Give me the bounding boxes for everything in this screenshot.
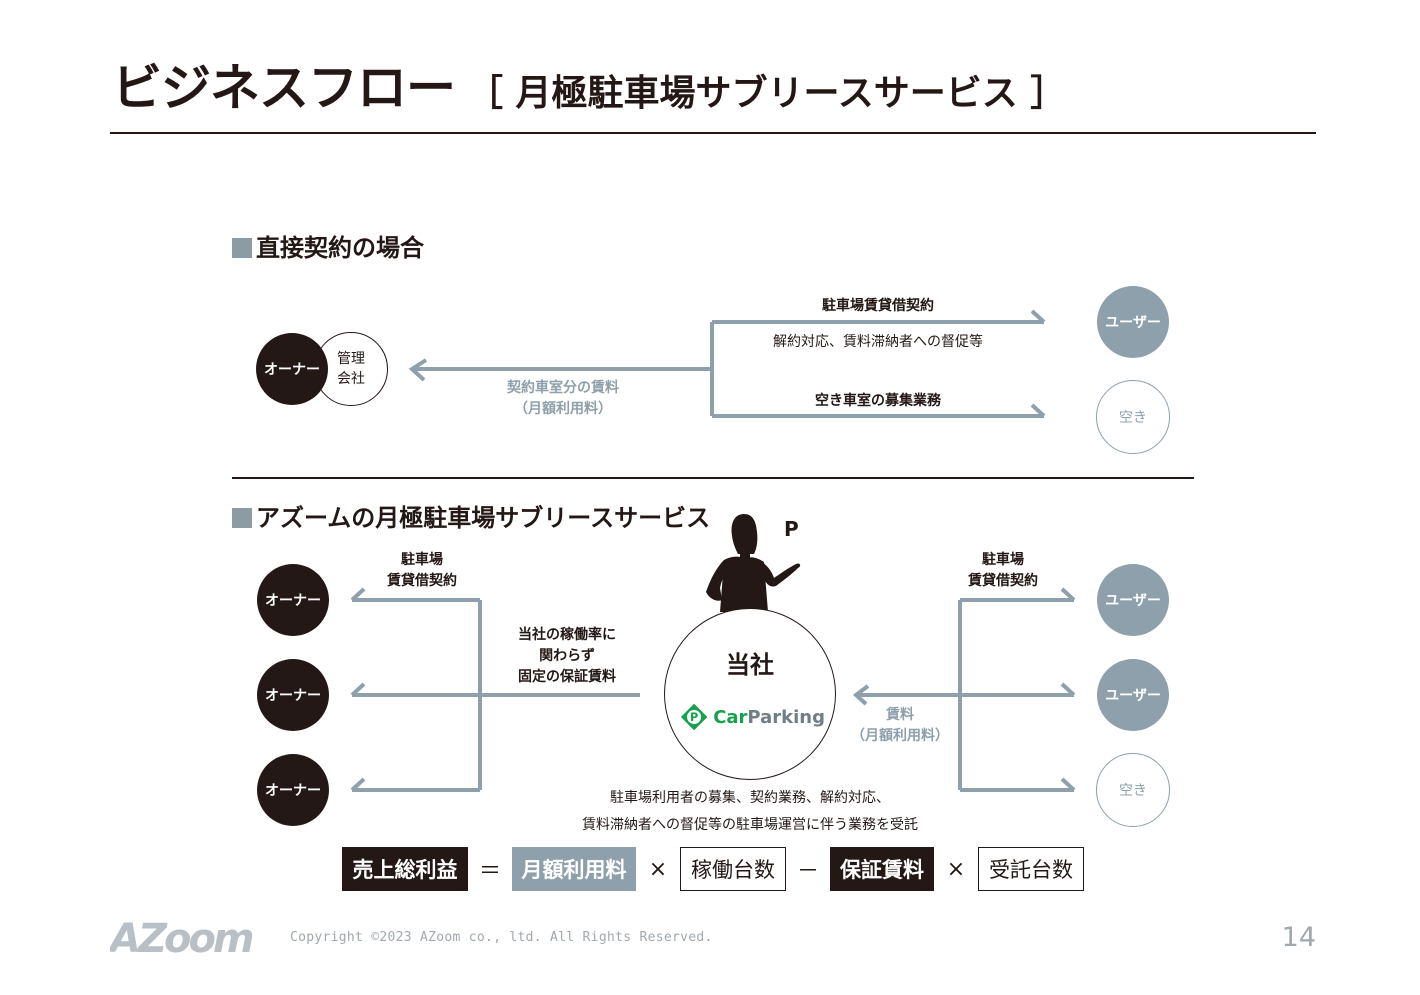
section-divider xyxy=(232,477,1194,479)
direct-contract-label: 駐車場賃貸借契約 xyxy=(822,298,934,314)
company-circle: 当社 P CarParking xyxy=(664,608,836,780)
user-circle-2: ユーザー xyxy=(1097,659,1169,731)
sublease-right-mid-head-company xyxy=(852,684,870,706)
formula-gross-profit: 売上総利益 xyxy=(342,847,468,891)
direct-fee-label: 契約車室分の賃料 （月額利用料） xyxy=(507,380,619,417)
formula-monthly-fee: 月額利用料 xyxy=(512,847,636,891)
gross-profit-formula: 売上総利益 ＝ 月額利用料 × 稼働台数 － 保証賃料 × 受託台数 xyxy=(342,847,1084,891)
carparking-wordmark: CarParking xyxy=(713,706,825,728)
owner-circle-2: オーナー xyxy=(257,659,329,731)
sublease-right-bottom-head xyxy=(1060,777,1076,792)
direct-arrowhead-top xyxy=(1030,309,1046,324)
copyright-text: Copyright ©2023 AZoom co., ltd. All Righ… xyxy=(290,930,713,945)
sublease-left-mid-head xyxy=(350,682,366,697)
formula-equals: ＝ xyxy=(478,859,501,884)
carparking-logo: P CarParking xyxy=(681,703,825,731)
title-sub: ［ 月極駐車場サブリースサービス ］ xyxy=(467,73,1067,114)
title-divider xyxy=(110,132,1316,134)
owner-circle: オーナー xyxy=(256,333,328,405)
guarantee-label: 当社の稼働率に 関わらず 固定の保証賃料 xyxy=(518,627,616,685)
sublease-left-top-head xyxy=(350,587,366,602)
formula-times-1: × xyxy=(648,856,668,882)
svg-text:P: P xyxy=(690,711,698,724)
vacant-circle: 空き xyxy=(1096,380,1170,454)
direct-support-label: 解約対応、賃料滞納者への督促等 xyxy=(773,334,983,350)
owner-circle-3: オーナー xyxy=(257,754,329,826)
title-main: ビジネスフロー xyxy=(112,59,456,117)
formula-minus: － xyxy=(796,859,819,884)
direct-arrowhead-bottom xyxy=(1030,403,1046,418)
square-bullet-icon xyxy=(232,508,252,528)
left-contract-label: 駐車場 賃貸借契約 xyxy=(387,552,457,589)
formula-occupied: 稼働台数 xyxy=(680,847,786,891)
square-bullet-icon xyxy=(232,238,252,258)
section-sublease-title: アズームの月極駐車場サブリースサービス xyxy=(232,498,710,533)
company-name: 当社 xyxy=(726,651,774,679)
management-label-1: 管理 xyxy=(337,350,365,367)
sublease-right-mid-head-user xyxy=(1060,682,1076,697)
parking-diamond-icon: P xyxy=(681,703,708,731)
businesswoman-icon: P xyxy=(706,514,801,612)
management-label-2: 会社 xyxy=(337,371,365,387)
azoom-logo: AZoom xyxy=(107,914,270,966)
user-circle-1: ユーザー xyxy=(1097,564,1169,636)
right-contract-label: 駐車場 賃貸借契約 xyxy=(968,552,1038,589)
parking-sign-text: P xyxy=(784,517,799,541)
outsourced-tasks-label: 駐車場利用者の募集、契約業務、解約対応、 賃料滞納者への督促等の駐車場運営に伴う… xyxy=(582,790,918,833)
formula-guaranteed-rent: 保証賃料 xyxy=(830,847,934,891)
direct-recruit-label: 空き車室の募集業務 xyxy=(815,393,941,409)
vacant-circle-2: 空き xyxy=(1096,753,1170,827)
owner-circle-1: オーナー xyxy=(257,564,329,636)
user-circle: ユーザー xyxy=(1097,286,1169,358)
rent-label: 賃料 （月額利用料） xyxy=(851,707,949,744)
page-title: ビジネスフロー ［ 月極駐車場サブリースサービス ］ xyxy=(112,48,1066,117)
page-number: 14 xyxy=(1281,922,1316,953)
sublease-left-bottom-head xyxy=(350,777,366,792)
direct-fee-arrowhead xyxy=(408,358,428,382)
formula-contracted: 受託台数 xyxy=(978,847,1084,891)
section-direct-title: 直接契約の場合 xyxy=(232,228,424,263)
sublease-right-top-head xyxy=(1060,587,1076,602)
formula-times-2: × xyxy=(946,856,966,882)
svg-text:AZoom: AZoom xyxy=(110,916,253,962)
